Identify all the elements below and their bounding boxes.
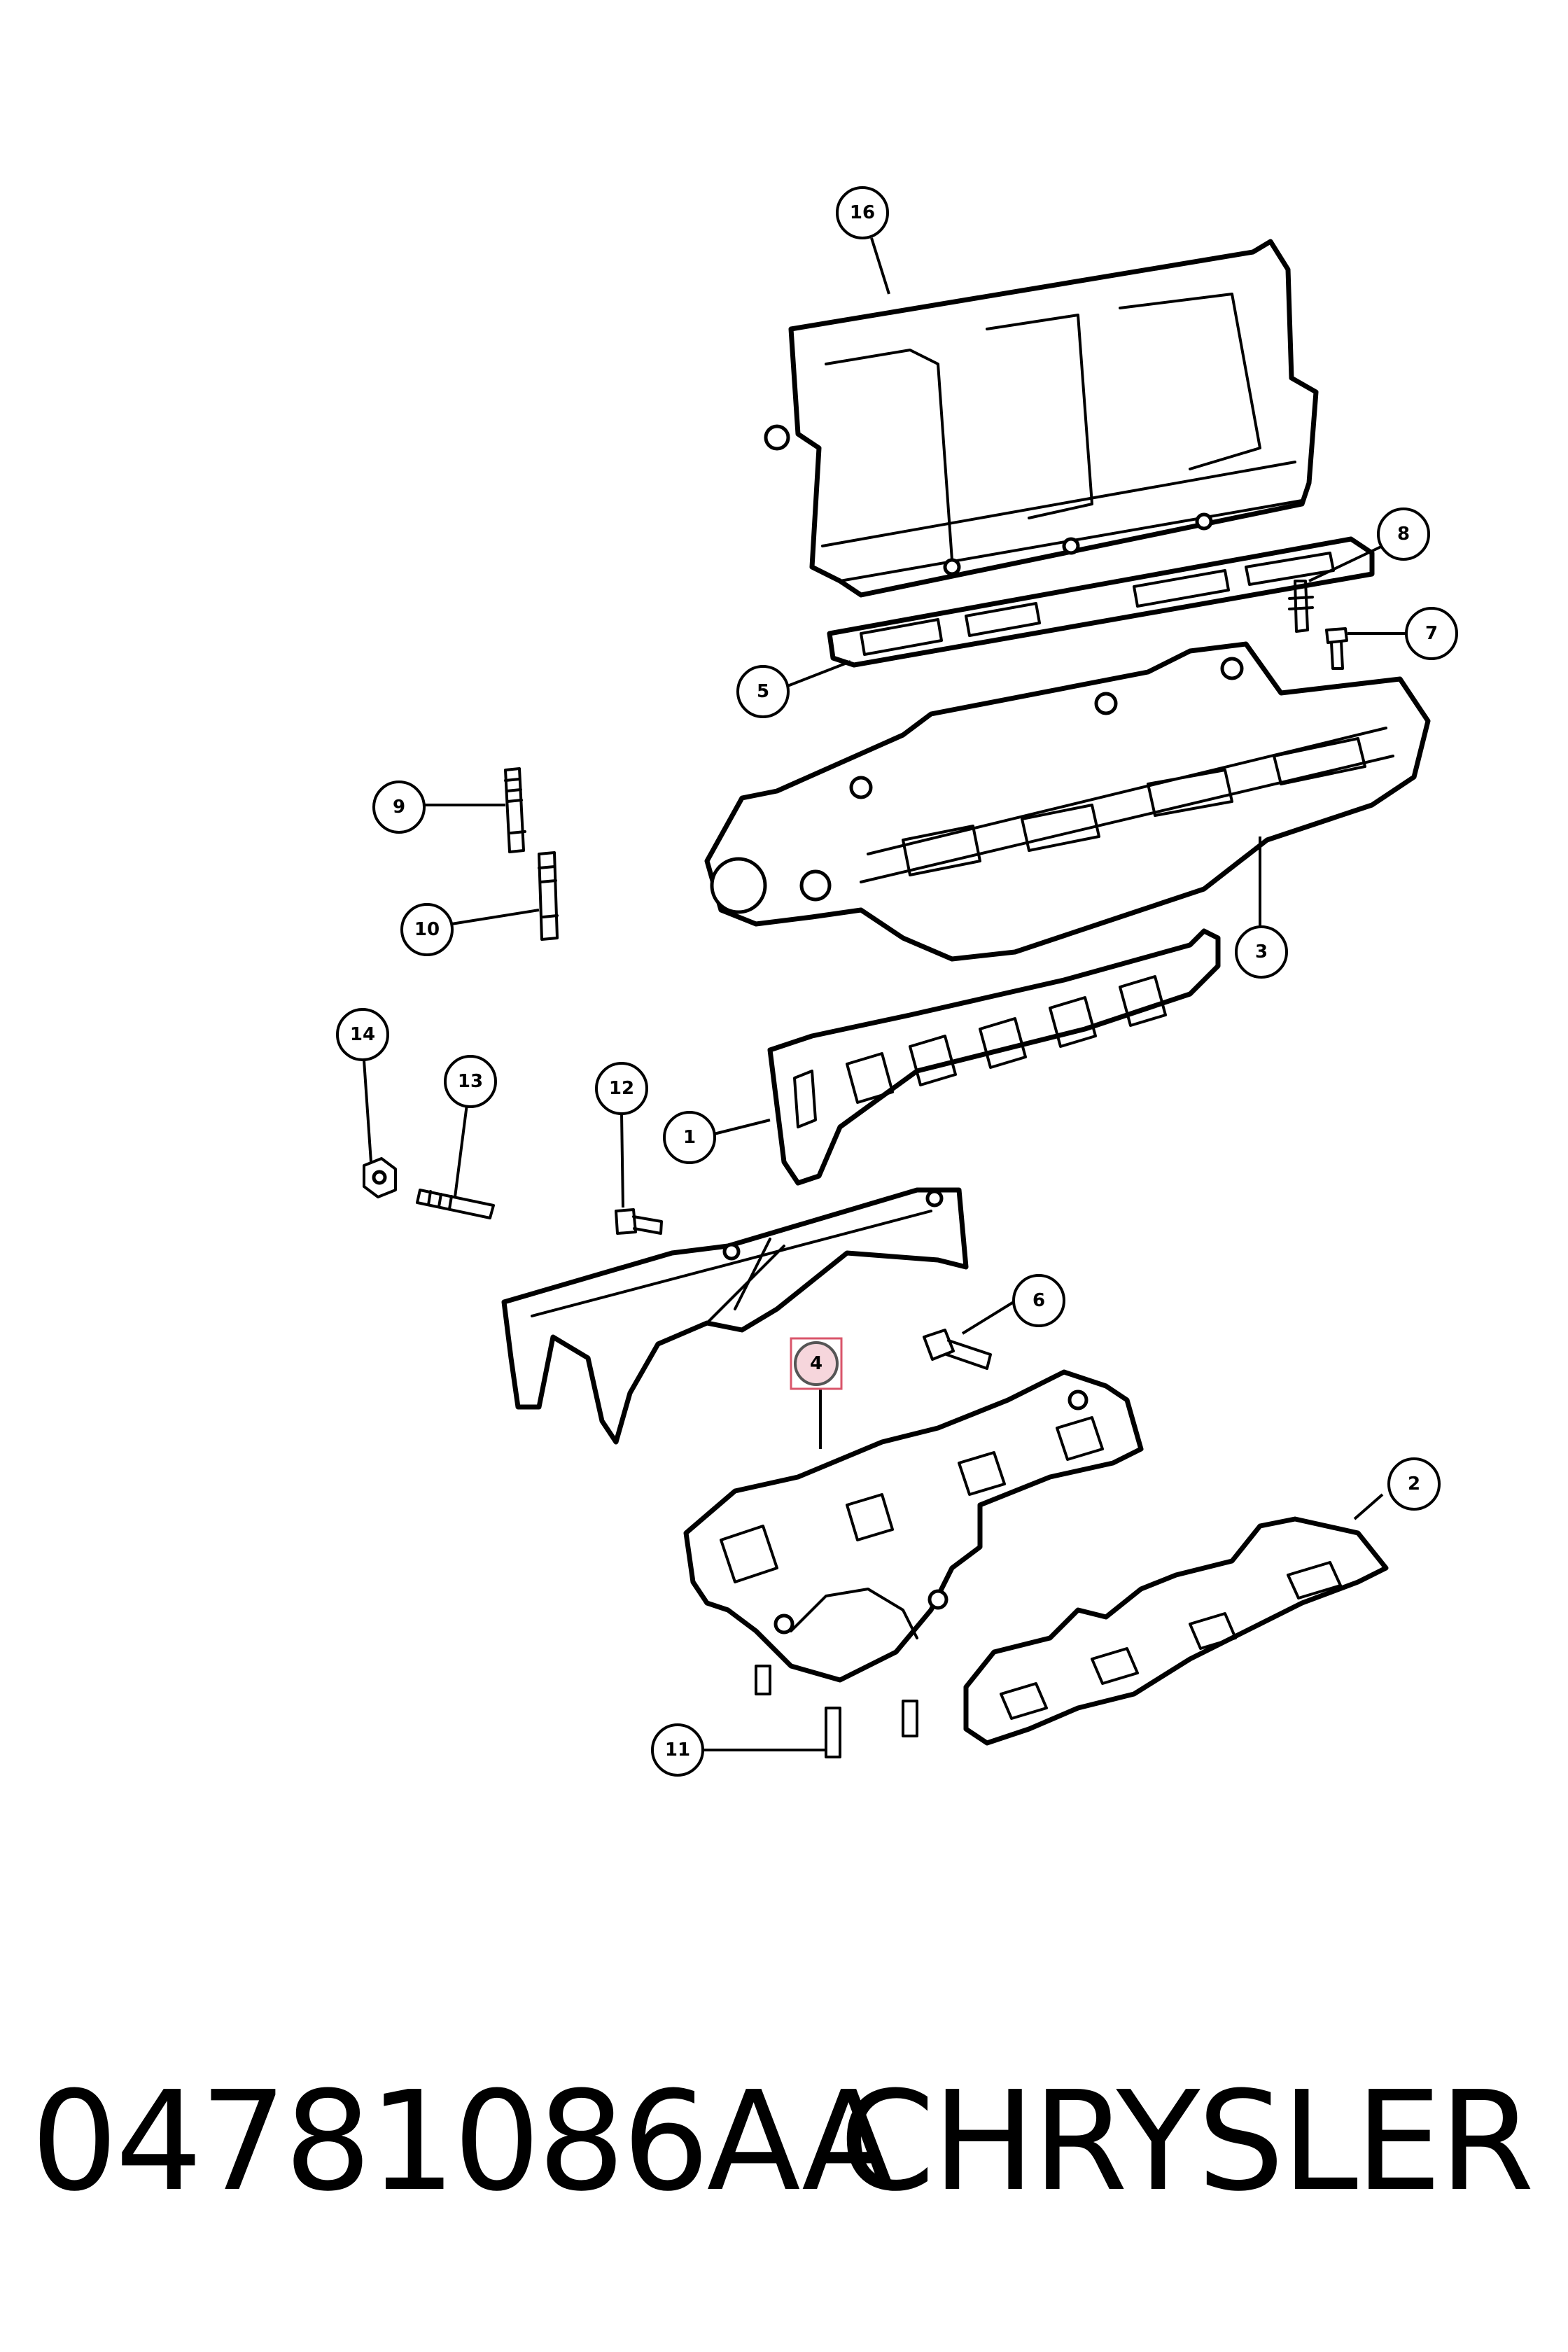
callout-14: 14 (336, 1008, 389, 1061)
bolt-12 (615, 1208, 663, 1235)
callout-2: 2 (1387, 1457, 1441, 1511)
callout-4-label: 4 (810, 1353, 822, 1374)
callout-5: 5 (736, 665, 790, 718)
callout-9-label: 9 (393, 797, 405, 818)
bolt-7 (1325, 627, 1348, 670)
stud-bolt-8 (1288, 580, 1314, 633)
brand-name: CHRYSLER (839, 2062, 1534, 2222)
exhaust-manifold (683, 1369, 1144, 1683)
stud-13 (416, 1189, 495, 1219)
heat-shield (501, 1187, 969, 1445)
callout-16: 16 (836, 186, 889, 239)
callout-6-label: 6 (1032, 1290, 1045, 1311)
callout-2-label: 2 (1408, 1474, 1420, 1494)
callout-8: 8 (1377, 507, 1430, 561)
callout-9: 9 (372, 780, 426, 834)
callout-7-label: 7 (1425, 623, 1438, 644)
callout-6: 6 (1012, 1274, 1065, 1327)
callout-10: 10 (400, 903, 454, 956)
callout-5-label: 5 (757, 681, 769, 702)
bolt-6 (923, 1329, 992, 1370)
callout-8-label: 8 (1397, 524, 1410, 545)
callout-3: 3 (1235, 925, 1288, 979)
callout-12: 12 (595, 1062, 648, 1115)
callout-13: 13 (444, 1055, 497, 1108)
upper-manifold-gasket (827, 536, 1375, 668)
leader-lines (363, 237, 1407, 1751)
stud-11 (755, 1665, 918, 1758)
callout-10-label: 10 (414, 919, 440, 940)
stud-9 (504, 767, 526, 853)
callout-12-label: 12 (609, 1078, 634, 1099)
callout-13-label: 13 (458, 1071, 483, 1092)
part-caption: 04781086AA CHRYSLER (0, 2044, 1568, 2240)
exhaust-manifold-gasket (963, 1516, 1389, 1746)
upper-intake-manifold (764, 239, 1319, 598)
nut-14 (363, 1157, 397, 1198)
callout-7: 7 (1405, 607, 1458, 660)
callout-1-label: 1 (683, 1127, 696, 1148)
callout-14-label: 14 (350, 1024, 375, 1045)
callout-3-label: 3 (1255, 941, 1268, 962)
callout-11-label: 11 (665, 1740, 690, 1760)
stud-10 (538, 851, 559, 941)
lower-intake-manifold (704, 641, 1431, 962)
callout-16-label: 16 (850, 202, 875, 223)
selected-callout-box (790, 1337, 843, 1390)
exploded-parts-diagram: 16 8 7 5 9 10 3 14 13 12 1 6 4 2 11 (336, 186, 1458, 1777)
callout-1: 1 (663, 1111, 716, 1164)
intake-manifold-gasket (767, 928, 1221, 1186)
callout-4: 4 (794, 1341, 839, 1386)
part-number: 04781086AA (31, 2062, 895, 2222)
callout-11: 11 (651, 1723, 704, 1777)
